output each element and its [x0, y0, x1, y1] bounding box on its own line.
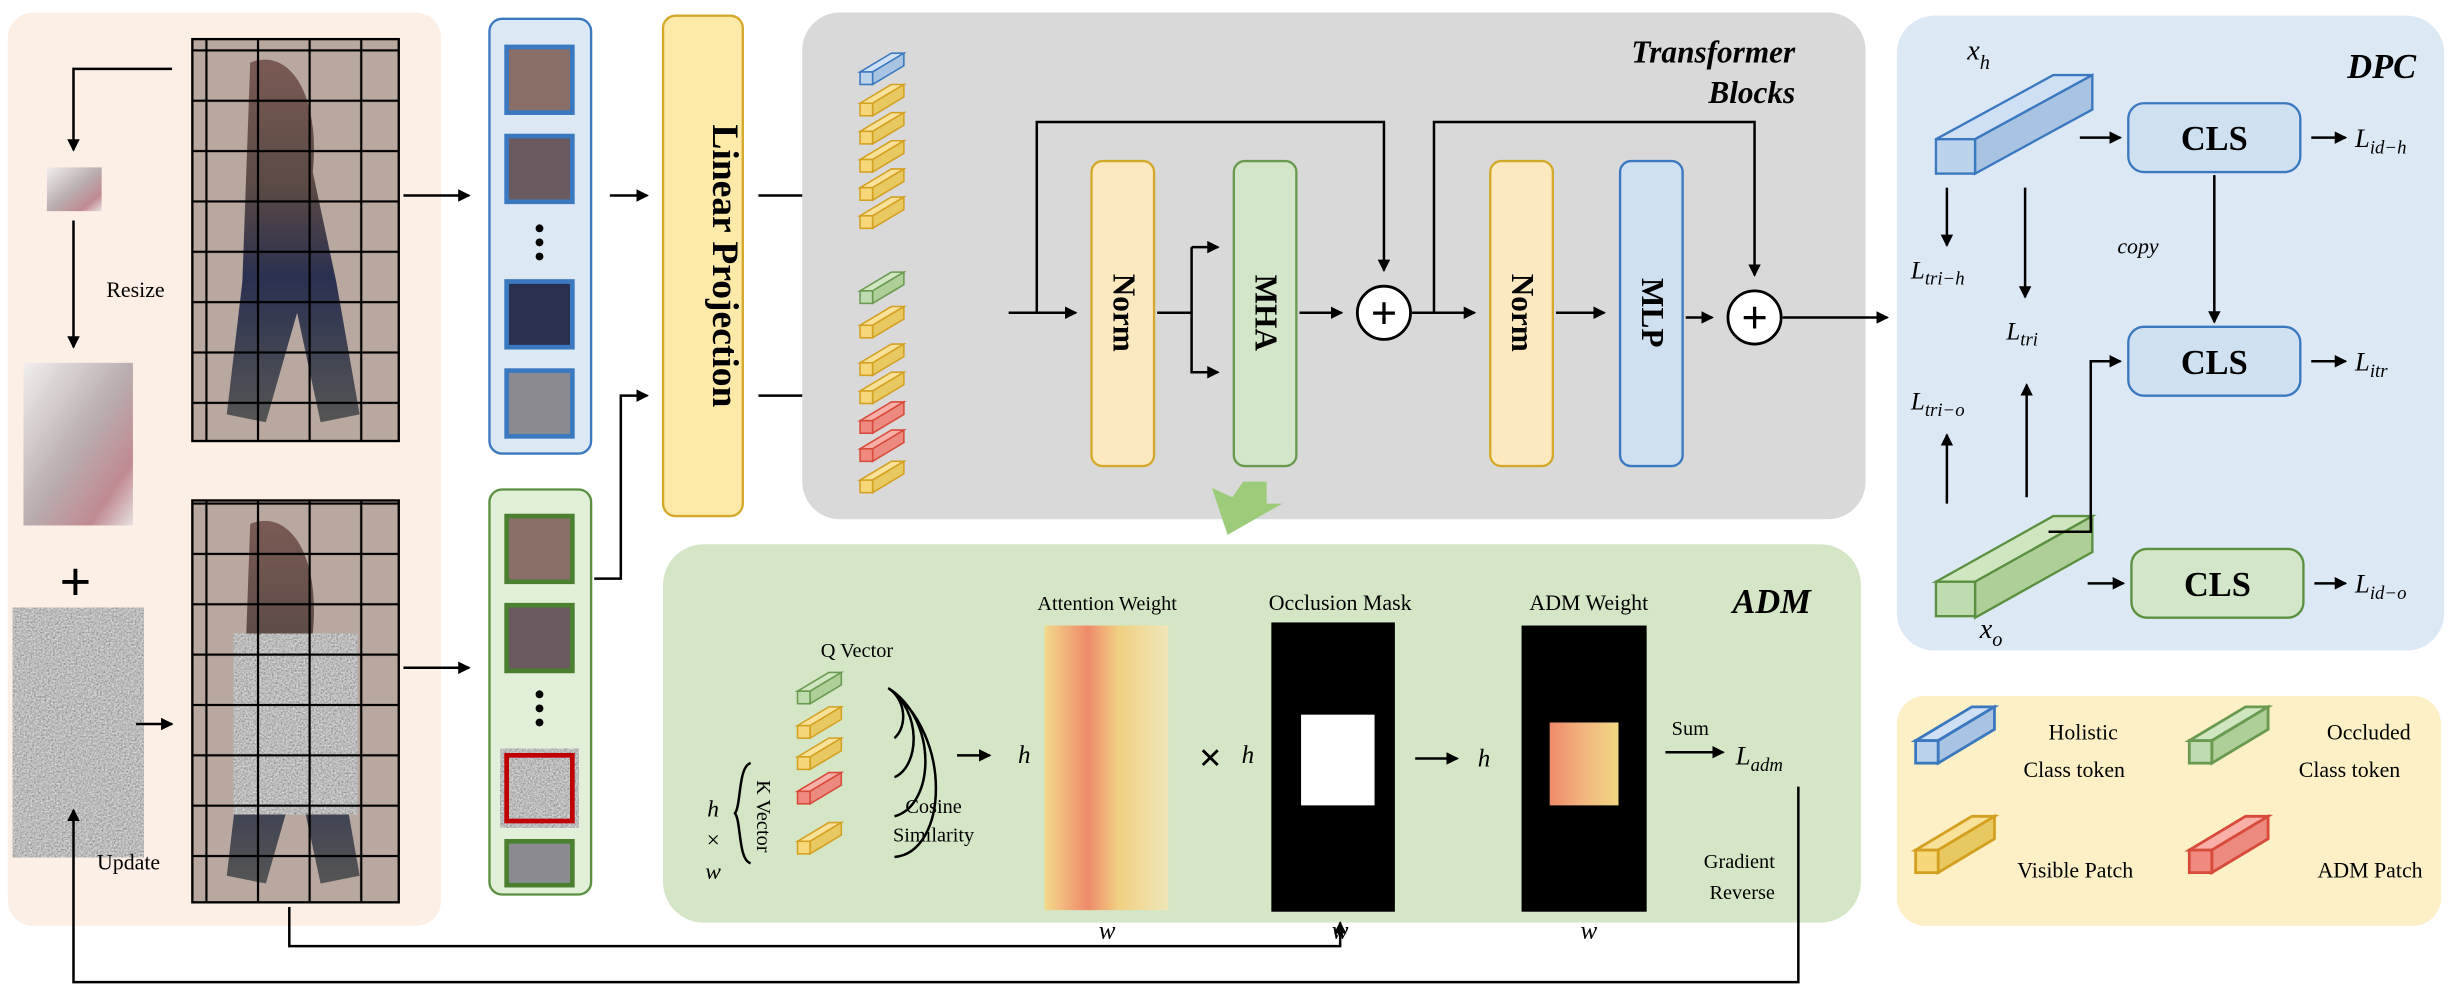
l-adm-label: Ladm — [1735, 741, 1783, 776]
times-label: × — [705, 828, 721, 854]
ellipsis-dots — [535, 690, 544, 727]
w-label: w — [705, 859, 721, 885]
legend-label: ADM Patch — [2318, 857, 2423, 882]
xh-label: xh — [1966, 35, 1990, 73]
cls-head-occluded — [2130, 547, 2305, 619]
norm-label: Norm — [1106, 274, 1141, 352]
h-label: h — [1018, 742, 1031, 769]
ellipsis-dots — [535, 224, 544, 261]
linear-projection-label: Linear Projection — [704, 124, 745, 407]
attention-weight-label: Attention Weight — [1037, 593, 1177, 615]
h-label: h — [1242, 742, 1255, 769]
noise-image — [23, 628, 133, 837]
l-tri-h-label: Ltri−h — [1910, 257, 1965, 289]
cls-label: CLS — [2184, 566, 2251, 604]
cls-head-shared — [2127, 325, 2302, 397]
h-label: h — [707, 796, 719, 822]
occluded-patch-list — [488, 488, 593, 896]
q-vector-label: Q Vector — [821, 640, 894, 662]
w-label: w — [1580, 917, 1597, 944]
input-panel: Resize + Update — [7, 12, 441, 926]
adm-weight-label: ADM Weight — [1529, 590, 1648, 615]
legend-item-occluded: Occluded Class token — [2187, 705, 2411, 782]
l-id-h-label: Lid−h — [2354, 123, 2406, 158]
occluded-image-grid — [191, 499, 400, 904]
attention-weight-map — [1044, 625, 1169, 911]
xo-label: xo — [1979, 614, 2003, 651]
holistic-class-token — [1934, 73, 2094, 176]
adm-title: ADM — [1730, 583, 1812, 621]
legend-item-holistic: Holistic Class token — [1914, 705, 2126, 782]
residual-add-2 — [1726, 289, 1783, 346]
residual-add-1 — [1355, 284, 1412, 341]
cls-label: CLS — [2181, 120, 2248, 158]
mlp-label: MLP — [1635, 278, 1670, 347]
cls-label: CLS — [2181, 344, 2248, 382]
mha-block — [1232, 159, 1298, 468]
transformer-title-line1: Transformer — [1631, 35, 1796, 70]
norm-block-2 — [1489, 159, 1555, 468]
cosine-label: Cosine — [905, 796, 961, 818]
linear-projection-block: Linear Projection — [661, 14, 745, 518]
mha-label: MHA — [1249, 275, 1284, 352]
similarity-label: Similarity — [893, 824, 975, 846]
norm-label: Norm — [1505, 274, 1540, 352]
mlp-block — [1618, 159, 1684, 468]
sum-label: Sum — [1672, 718, 1709, 740]
l-tri-o-label: Ltri−o — [1910, 389, 1965, 421]
dpc-title: DPC — [2346, 48, 2417, 86]
occlusion-mask-label: Occlusion Mask — [1269, 590, 1412, 615]
norm-block-1 — [1090, 159, 1156, 468]
add-symbol: + — [1371, 287, 1398, 339]
legend-item-visible-patch: Visible Patch — [1914, 814, 2133, 882]
transformer-blocks-panel: Transformer Blocks Norm MHA + Norm MLP + — [802, 12, 1890, 535]
legend-label: Holistic — [2049, 720, 2119, 745]
update-label: Update — [97, 849, 160, 874]
original-image-grid — [191, 37, 400, 443]
legend-label: Class token — [2024, 757, 2126, 782]
legend-item-adm-patch: ADM Patch — [2187, 814, 2423, 882]
upsampled-blur-image — [23, 362, 133, 526]
reverse-label: Reverse — [1709, 882, 1774, 904]
copy-label: copy — [2117, 233, 2159, 258]
legend-panel: Holistic Class token Occluded Class toke… — [1896, 695, 2442, 926]
h-label: h — [1478, 745, 1491, 772]
holistic-patch-list — [488, 17, 593, 455]
legend-label: Occluded — [2327, 720, 2411, 745]
dpc-panel: DPC xh xo CLS CLS CLS Lid−h copy Litr Li… — [1896, 15, 2445, 651]
l-itr-label: Litr — [2354, 347, 2388, 382]
k-vector-label: K Vector — [752, 780, 774, 853]
plus-symbol: + — [59, 552, 91, 614]
l-tri-label: Ltri — [2005, 318, 2038, 350]
down-arrow-icon — [1211, 481, 1283, 535]
gradient-label: Gradient — [1704, 851, 1775, 873]
multiply-symbol: × — [1199, 735, 1222, 780]
legend-label: Class token — [2299, 757, 2401, 782]
add-symbol: + — [1741, 292, 1768, 344]
transformer-title-line2: Blocks — [1707, 75, 1795, 110]
cls-head-holistic — [2127, 102, 2302, 174]
w-label: w — [1099, 917, 1116, 944]
resized-image — [46, 167, 102, 212]
adm-panel: ADM Q Vector h × w K Vector Cosine Simil… — [663, 544, 1861, 944]
l-id-o-label: Lid−o — [2354, 569, 2406, 604]
legend-label: Visible Patch — [2017, 857, 2133, 882]
resize-label: Resize — [106, 277, 164, 302]
